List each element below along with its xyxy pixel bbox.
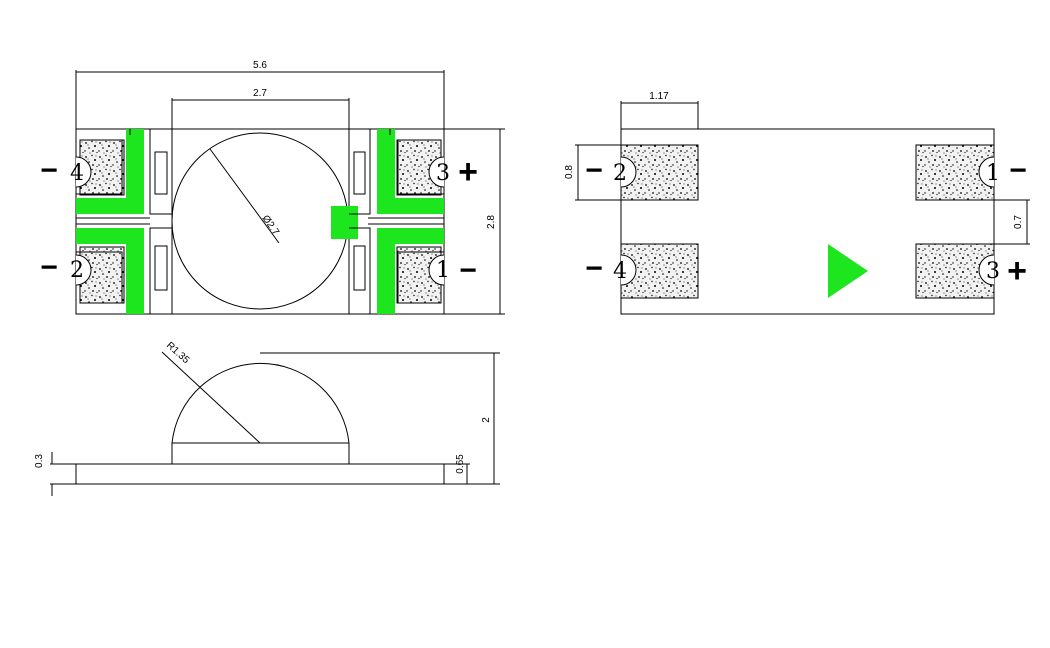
top-view-outline: [75, 128, 445, 315]
pin-notch-top-right: [428, 156, 445, 188]
pin-notch-bottom-right: [428, 254, 445, 286]
bottom-view: [575, 101, 1030, 315]
base-thickness-label: 0.3: [34, 454, 45, 468]
left-green-frame: [76, 129, 144, 314]
side-base: [75, 463, 445, 485]
pin-number-bottom-left: 2: [70, 258, 84, 283]
die-marker: [331, 206, 358, 239]
lens-diameter-leader: [209, 148, 280, 244]
pad-height-label: 0.8: [564, 165, 575, 179]
polarity-minus-icon: −: [585, 154, 603, 187]
side-body: [171, 442, 350, 465]
pad-gap-label: 0.7: [1013, 215, 1024, 229]
polarity-minus-icon: −: [459, 254, 477, 287]
dome-radius-label: R1.35: [164, 340, 192, 366]
polarity-minus-icon: −: [40, 154, 58, 187]
pin-number-top-right: 3: [436, 161, 450, 186]
pin-notch-top-left: [75, 156, 92, 188]
lens-width-label: 2.7: [253, 88, 267, 99]
top-view: [75, 70, 505, 315]
bottom-pin-number-bottom-right: 3: [986, 259, 1000, 284]
lead-frame-lines: [76, 129, 444, 314]
overall-width-label: 5.6: [253, 60, 267, 71]
polarity-minus-icon: −: [40, 251, 58, 284]
right-green-frame: [377, 129, 444, 314]
lens-diameter-label: Ø2.7: [260, 213, 282, 237]
bottom-pad-top-right: [915, 144, 995, 201]
polarity-plus-icon: +: [458, 153, 478, 191]
pad-width-label: 1.17: [649, 91, 669, 102]
lens-circle: [171, 132, 349, 310]
body-height-label: 0.65: [455, 454, 466, 474]
polarity-plus-icon: +: [1007, 252, 1027, 290]
height-label: 2.8: [486, 215, 497, 229]
pin-number-bottom-right: 1: [436, 258, 450, 283]
polarity-arrow-icon: [828, 244, 868, 298]
bottom-view-outline: [620, 128, 995, 315]
total-height-label: 2: [481, 417, 492, 423]
bottom-pin-number-top-right: 1: [986, 161, 1000, 186]
polarity-minus-icon: −: [1009, 154, 1027, 187]
pin-number-top-left: 4: [70, 161, 84, 186]
side-view: [50, 351, 500, 496]
bottom-view-dimensions: [575, 101, 1030, 245]
dome-radius-leader: [161, 351, 261, 444]
side-dome: [171, 362, 350, 444]
top-view-dimensions: [75, 70, 505, 315]
bottom-pin-number-top-left: 2: [613, 161, 627, 186]
bottom-pin-number-bottom-left: 4: [613, 259, 627, 284]
pin-notch-bottom-left: [75, 254, 92, 286]
polarity-minus-icon: −: [585, 252, 603, 285]
